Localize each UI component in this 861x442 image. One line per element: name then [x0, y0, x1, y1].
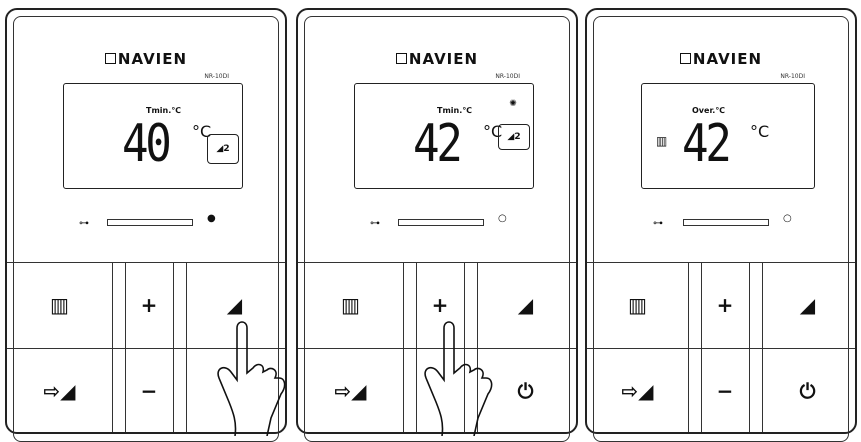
keypad: ▥ + ◢ ⇨◢ − ⏻: [587, 262, 855, 432]
tap-indicator-icon: ⊶: [370, 218, 380, 229]
lcd-display: Over.℃ ▥ 42 °C: [641, 83, 815, 189]
keypad-divider: [416, 262, 417, 432]
lcd-tap-icon-blinking: ✺: [509, 99, 517, 109]
lcd-mode-label: Tmin.℃: [437, 106, 472, 115]
radiator-button[interactable]: ▥: [298, 262, 403, 348]
lcd-temperature: 42: [413, 114, 463, 174]
keypad-top-border: [7, 262, 285, 263]
brand-logo: NAVIEN: [7, 50, 285, 68]
tap-button[interactable]: ◢: [477, 262, 574, 348]
plus-icon: +: [716, 293, 734, 317]
radiator-button[interactable]: ▥: [587, 262, 688, 348]
plus-button[interactable]: +: [125, 262, 173, 348]
power-button[interactable]: ⏻: [762, 348, 853, 434]
lcd-mode-label: Tmin.℃: [146, 106, 181, 115]
controller-panel-2: NAVIEN NR-10DI Tmin.℃ 42 °C ✺ ◢2 ⊶ ○ ▥ +…: [296, 8, 578, 442]
water-drop-icon: ○: [498, 213, 507, 224]
lcd-display: Tmin.℃ 42 °C ✺ ◢2: [354, 83, 534, 189]
controller-panel-1: NAVIEN NR-10DI Tmin.℃ 40 °C ◢2 ⊶ ● ▥ + ◢…: [5, 8, 287, 442]
radiator-button[interactable]: ▥: [7, 262, 112, 348]
exit-tap-button[interactable]: ⇨◢: [7, 348, 112, 434]
lcd-temperature: 40: [122, 114, 172, 174]
exit-tap-button[interactable]: ⇨◢: [587, 348, 688, 434]
tap-icon: ◢: [226, 293, 243, 317]
minus-icon: −: [140, 379, 158, 403]
radiator-icon: ▥: [341, 293, 360, 317]
water-drop-icon: ○: [783, 213, 792, 224]
tap-icon: ◢: [517, 293, 534, 317]
tap-indicator-icon: ⊶: [79, 218, 89, 229]
minus-button[interactable]: −: [125, 348, 173, 434]
keypad-divider: [749, 262, 750, 432]
lcd-tap-icon: ◢2: [498, 124, 530, 150]
keypad-divider: [701, 262, 702, 432]
plus-icon: +: [140, 293, 158, 317]
power-icon: ⏻: [799, 379, 816, 403]
keypad-divider: [186, 262, 187, 432]
keypad-divider: [464, 262, 465, 432]
keypad-top-border: [587, 262, 855, 263]
tap-indicator-icon: ⊶: [653, 218, 663, 229]
exit-tap-icon: ⇨◢: [621, 379, 654, 403]
slider-track: [398, 219, 484, 226]
power-button[interactable]: ⏻: [477, 348, 574, 434]
exit-tap-button[interactable]: ⇨◢: [298, 348, 403, 434]
model-label: NR-10DI: [495, 73, 520, 80]
lcd-tap-icon: ◢2: [207, 134, 239, 164]
lcd-mode-label: Over.℃: [692, 106, 725, 115]
lcd-unit: °C: [192, 122, 212, 141]
radiator-icon: ▥: [628, 293, 647, 317]
model-label: NR-10DI: [204, 73, 229, 80]
temperature-slider[interactable]: ⊶ ○: [298, 213, 576, 229]
keypad: ▥ + ◢ ⇨◢ −: [7, 262, 285, 432]
exit-tap-icon: ⇨◢: [43, 379, 76, 403]
tap-icon: ◢: [799, 293, 816, 317]
water-drop-icon: ●: [207, 213, 216, 224]
keypad-divider: [173, 262, 174, 432]
model-label: NR-10DI: [780, 73, 805, 80]
keypad-mid-border: [587, 348, 855, 349]
radiator-icon: ▥: [50, 293, 69, 317]
plus-button[interactable]: +: [416, 262, 464, 348]
minus-button[interactable]: −: [701, 348, 749, 434]
brand-logo: NAVIEN: [587, 50, 855, 68]
tap-button[interactable]: ◢: [186, 262, 283, 348]
temperature-slider[interactable]: ⊶ ●: [7, 213, 285, 229]
plus-button[interactable]: +: [701, 262, 749, 348]
keypad: ▥ + ◢ ⇨◢ ⏻: [298, 262, 576, 432]
plus-icon: +: [431, 293, 449, 317]
tap-button[interactable]: ◢: [762, 262, 853, 348]
lcd-radiator-icon: ▥: [656, 134, 668, 148]
lcd-temperature: 42: [682, 114, 732, 174]
temperature-slider[interactable]: ⊶ ○: [587, 213, 855, 229]
lcd-display: Tmin.℃ 40 °C ◢2: [63, 83, 243, 189]
keypad-mid-border: [7, 348, 285, 349]
keypad-divider: [112, 262, 113, 432]
lcd-unit: °C: [483, 122, 503, 141]
slider-track: [683, 219, 769, 226]
keypad-divider: [762, 262, 763, 432]
slider-track: [107, 219, 193, 226]
keypad-divider: [688, 262, 689, 432]
brand-logo: NAVIEN: [298, 50, 576, 68]
exit-tap-icon: ⇨◢: [334, 379, 367, 403]
keypad-divider: [403, 262, 404, 432]
keypad-top-border: [298, 262, 576, 263]
minus-icon: −: [716, 379, 734, 403]
controller-panel-3: NAVIEN NR-10DI Over.℃ ▥ 42 °C ⊶ ○ ▥ + ◢ …: [585, 8, 857, 442]
lcd-unit: °C: [750, 122, 770, 141]
power-icon: ⏻: [517, 379, 534, 403]
keypad-divider: [125, 262, 126, 432]
